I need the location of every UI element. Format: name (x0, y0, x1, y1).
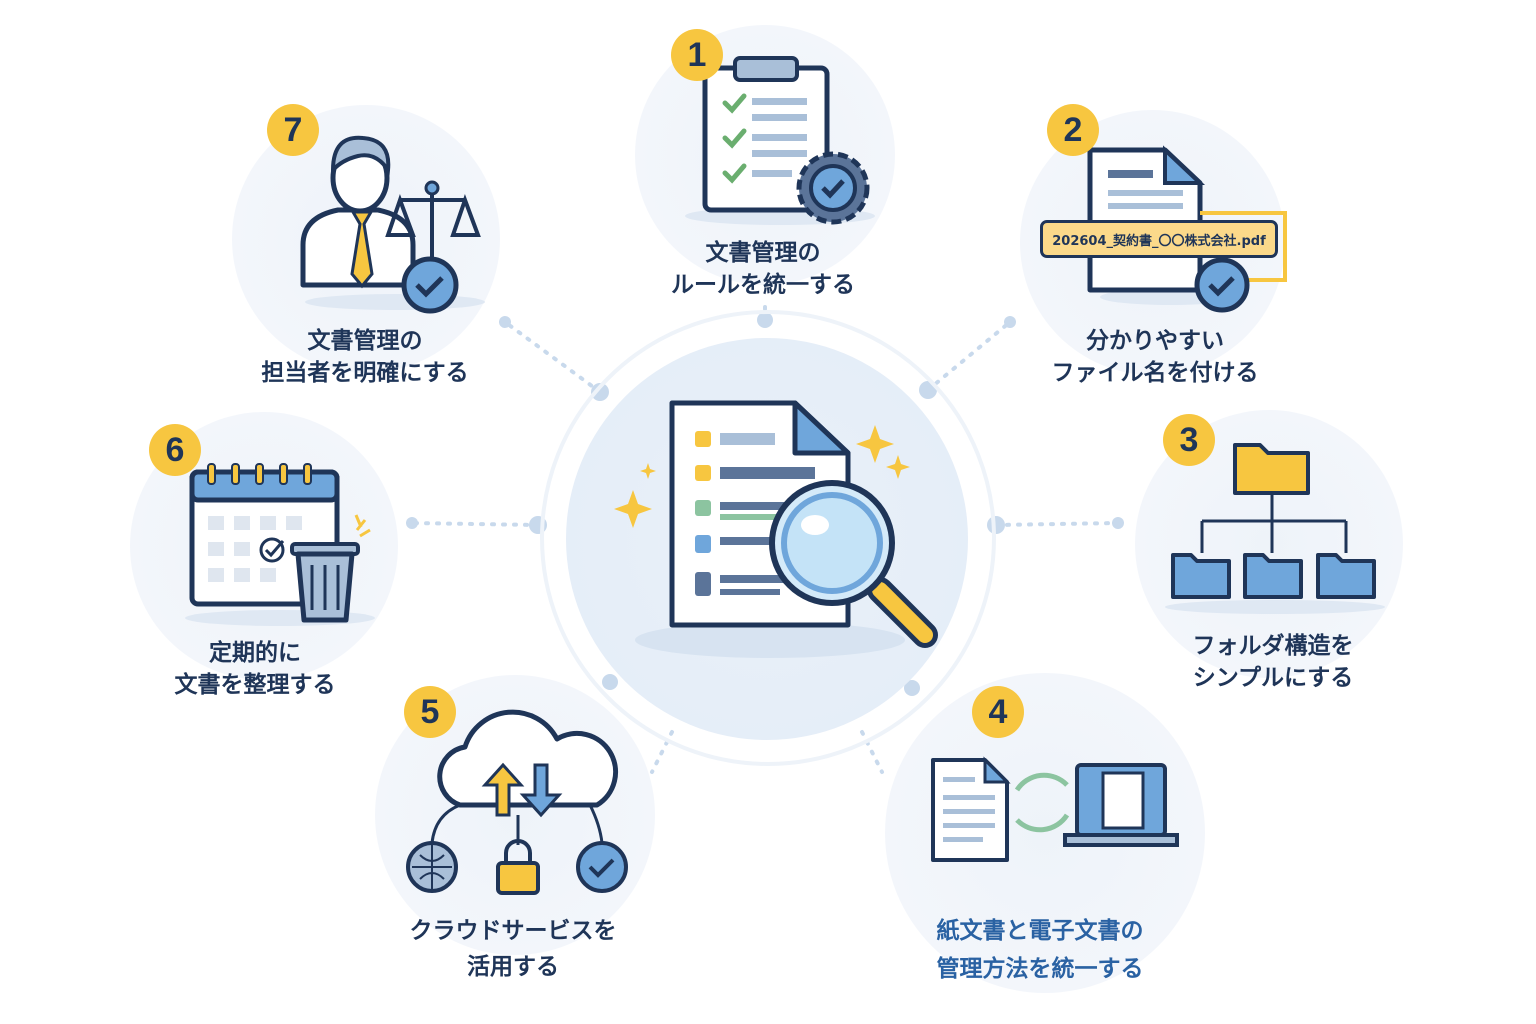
document-search-icon (614, 400, 938, 658)
step-1-badge: 1 (671, 29, 723, 81)
step-1-line1: 文書管理の (705, 240, 821, 266)
step-3-label: フォルダ構造をシンプルにする (1193, 630, 1354, 694)
step-3-line2: シンプルにする (1192, 665, 1354, 691)
step-6-badge: 6 (149, 424, 201, 476)
step-6-line2: 文書を整理する (174, 672, 336, 698)
step-3-line1: フォルダ構造を (1192, 633, 1354, 659)
step-1-line2: ルールを統一する (671, 272, 855, 298)
folder-tree-icon (1165, 443, 1385, 614)
filename-tag: 202604_契約書_〇〇株式会社.pdf (1040, 220, 1278, 258)
calendar-trash-icon (185, 463, 375, 626)
center-outer-ring (540, 310, 996, 766)
step-6-label: 定期的に文書を整理する (175, 637, 336, 701)
step-4-badge: 4 (972, 686, 1024, 738)
paper-digital-sync-icon (931, 756, 1179, 862)
step-7-label: 文書管理の担当者を明確にする (261, 325, 468, 389)
step-2-line1: 分かりやすい (1086, 328, 1224, 354)
person-in-charge-icon (300, 135, 485, 314)
step-7-badge: 7 (267, 104, 319, 156)
step-7-line1: 文書管理の (307, 328, 423, 354)
step-4-line2: 管理方法を統一する (936, 956, 1144, 982)
step-6-line1: 定期的に (209, 640, 301, 666)
cloud-service-icon (406, 709, 628, 895)
step-2-label: 分かりやすいファイル名を付ける (1052, 325, 1259, 389)
step-5-line2: 活用する (467, 954, 559, 980)
step-4-line1: 紙文書と電子文書の (936, 918, 1144, 944)
step-5-label: クラウドサービスを活用する (410, 913, 617, 985)
step-1-label: 文書管理のルールを統一する (671, 237, 855, 301)
step-2-line2: ファイル名を付ける (1051, 360, 1259, 386)
step-2-badge: 2 (1047, 104, 1099, 156)
checklist-gear-icon (685, 56, 875, 225)
step-5-line1: クラウドサービスを (409, 918, 617, 944)
step-4-label: 紙文書と電子文書の管理方法を統一する (937, 912, 1144, 988)
step-7-line2: 担当者を明確にする (261, 360, 469, 386)
step-3-badge: 3 (1163, 414, 1215, 466)
step-5-badge: 5 (404, 686, 456, 738)
